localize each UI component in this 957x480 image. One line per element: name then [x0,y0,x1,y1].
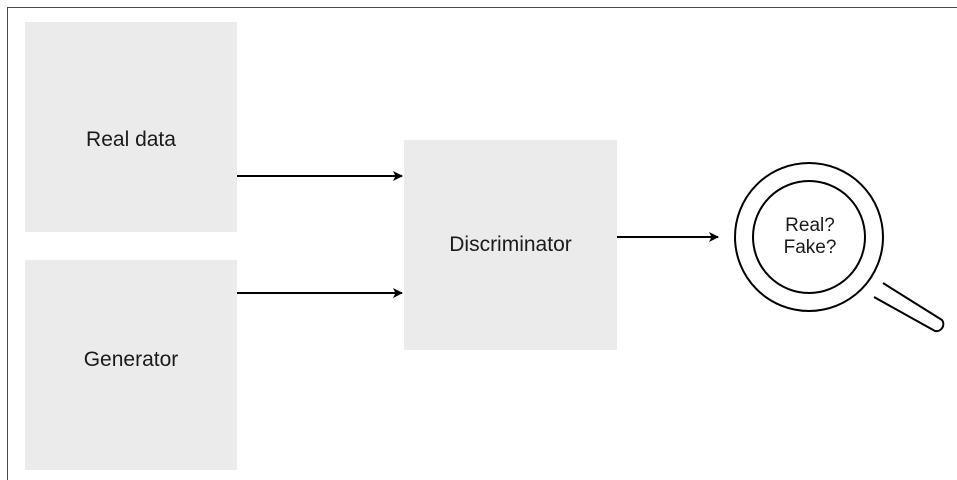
generator-node: Generator [25,260,237,470]
output-fake-question: Fake? [783,237,837,258]
generator-label: Generator [83,348,179,371]
discriminator-label: Discriminator [449,233,572,256]
real-data-node: Real data [25,22,237,232]
output-label: Real? Fake? [760,215,860,259]
discriminator-node: Discriminator [404,140,617,350]
real-data-label: Real data [86,128,176,151]
output-real-question: Real? [785,215,835,236]
